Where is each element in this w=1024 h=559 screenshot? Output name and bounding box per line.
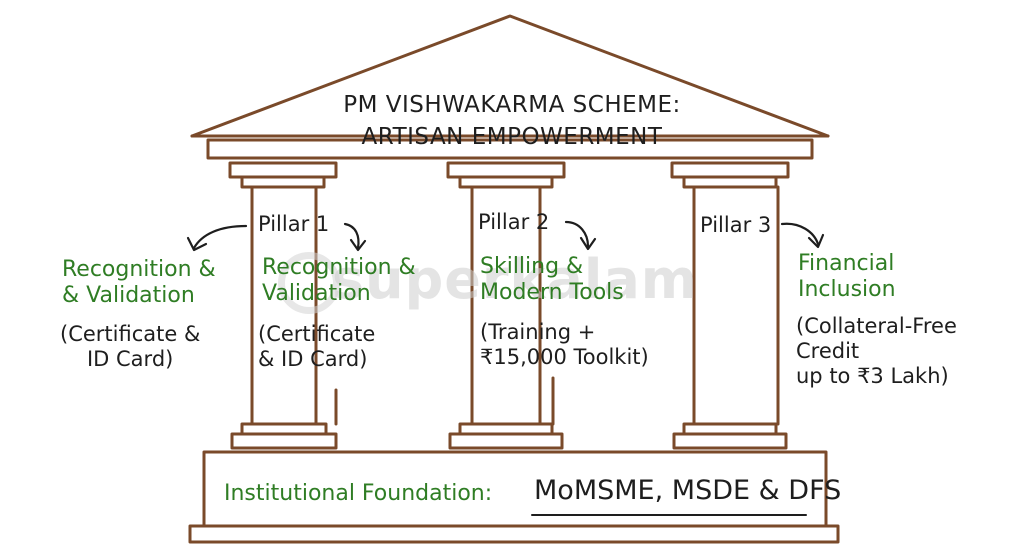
pillar-1-detail: (Certificate & ID Card) [258,322,376,372]
arrow-to-left-note-head [186,236,208,252]
pillar-2-heading: Skilling & Modern Tools [480,254,624,306]
arrow-to-left-note [192,224,248,250]
left-note-detail: (Certificate & ID Card) [60,322,201,372]
pillar-2-label: Pillar 2 [478,210,550,234]
foundation-bodies: MoMSME, MSDE & DFS [534,475,842,506]
pillar-1-heading: Recognition & Validation [262,255,416,307]
title-line-2: ARTISAN EMPOWERMENT [361,124,663,150]
pillar-3-heading: Financial Inclusion [798,251,896,303]
arrow-pillar-1-head [349,238,367,252]
pillar-2-column [446,161,566,450]
entablature [206,138,814,160]
watermark: superkalam [332,248,699,311]
pillar-3-detail: (Collateral-Free Credit up to ₹3 Lakh) [796,314,957,389]
pillar-1-column [228,161,338,450]
left-note-heading: Recognition & & Validation [62,257,216,309]
arrow-pillar-3 [780,222,820,246]
arrow-pillar-1 [343,222,360,250]
title-line-1: PM VISHWAKARMA SCHEME: [343,92,681,118]
pillar-3-label: Pillar 3 [700,213,772,237]
watermark-logo [278,252,340,314]
arrow-pillar-2 [564,220,590,248]
pillar-3-column [670,161,790,450]
arrow-pillar-3-head [807,233,825,249]
foundation-label: Institutional Foundation: [224,481,493,506]
arrow-pillar-2-head [579,236,597,251]
pillar-2-detail: (Training + ₹15,000 Toolkit) [480,320,649,370]
pillar-1-label: Pillar 1 [258,212,330,236]
foundation-step [188,524,840,544]
